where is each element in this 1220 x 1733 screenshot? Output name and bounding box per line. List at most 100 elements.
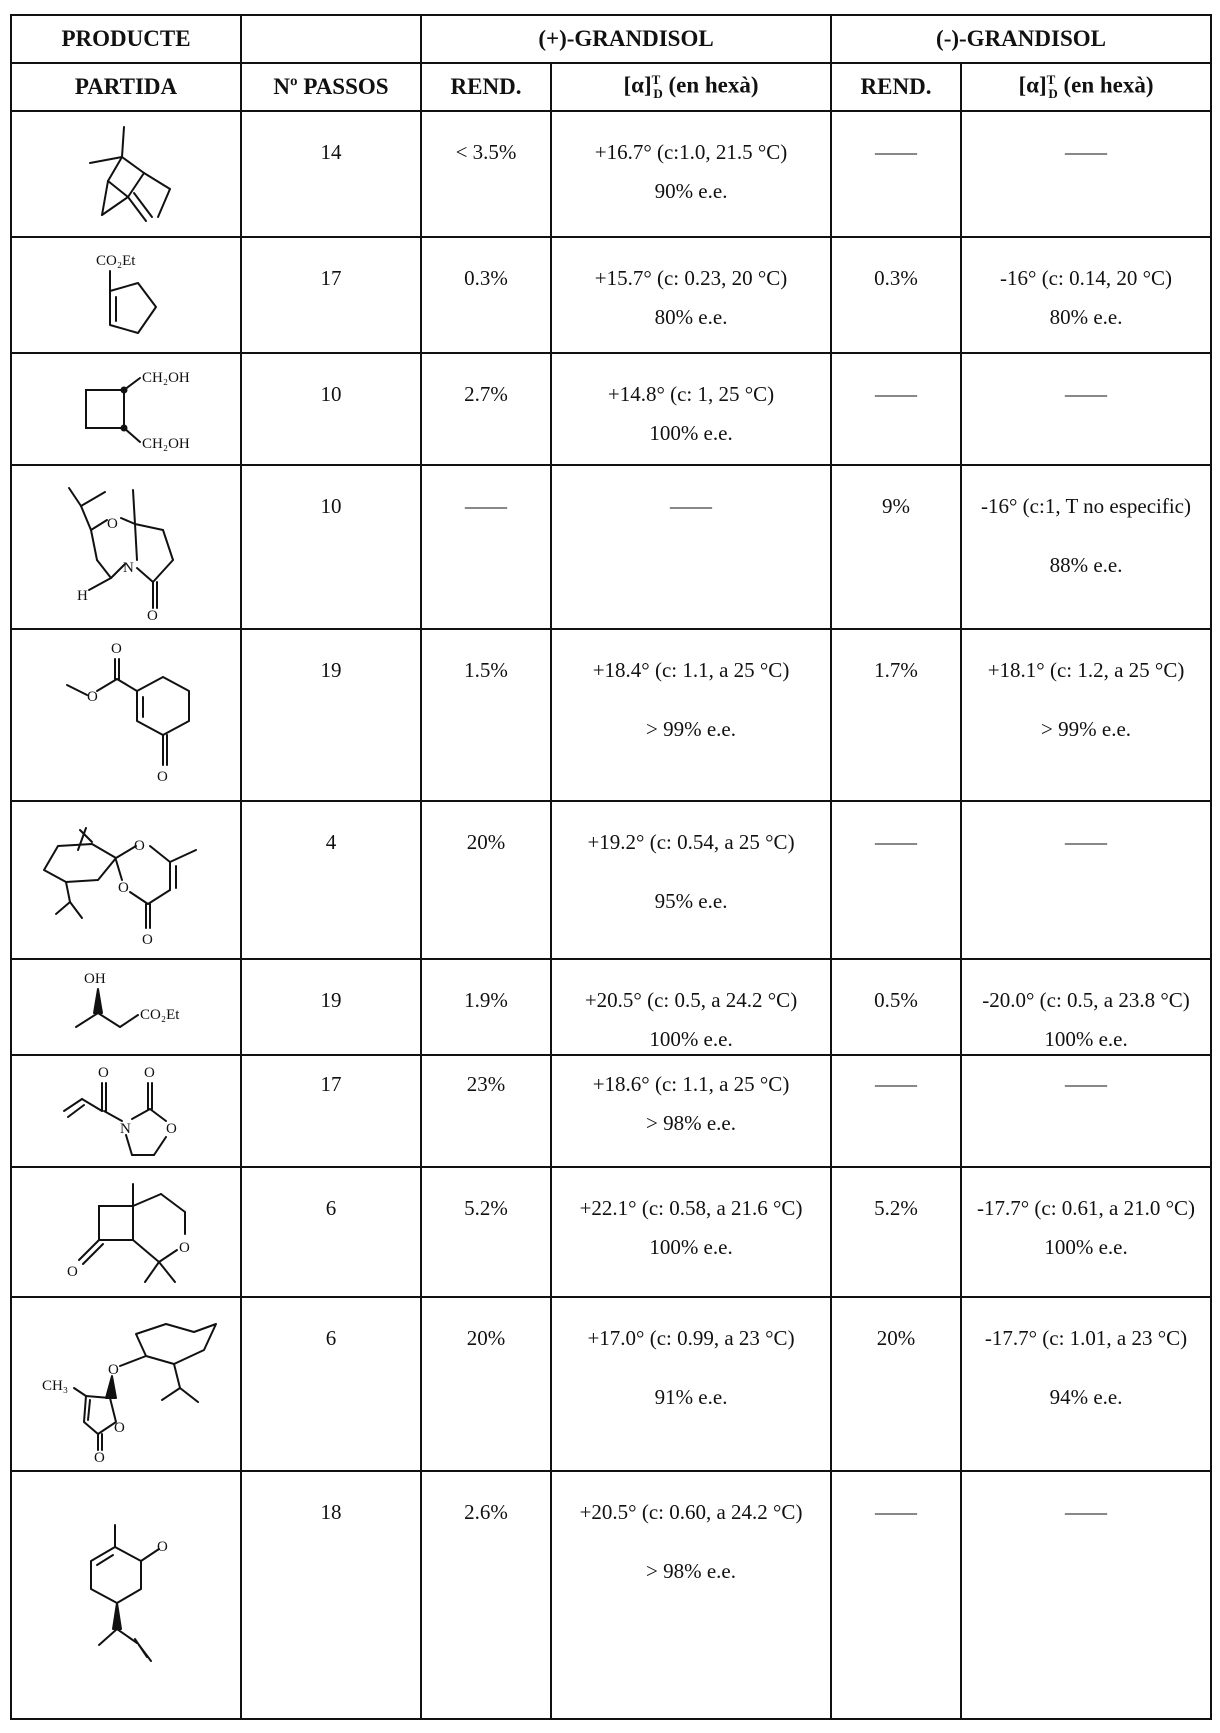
structure-cell: O O O	[10, 628, 242, 802]
svg-text:O: O	[166, 1121, 177, 1137]
minus-rend-cell: 5.2%	[830, 1166, 963, 1298]
svg-text:O: O	[134, 838, 145, 854]
plus-rend-cell: 2.6%	[420, 1470, 552, 1720]
table-row: OH CO₂Et 19 1.9% +20.5° (c: 0.5, a 24.2 …	[10, 958, 1213, 1056]
minus-rotation-cell: -16° (c: 0.14, 20 °C)80% e.e.	[960, 236, 1213, 354]
header-num-passos: Nº PASSOS	[240, 62, 422, 112]
svg-text:OH: OH	[84, 971, 106, 987]
structure-cell: O O	[10, 1166, 242, 1298]
table-row: O O O 19 1.5% +18.4° (c: 1.1, a 25 °C)> …	[10, 628, 1213, 802]
svg-text:CH₂OH: CH₂OH	[142, 436, 190, 452]
minus-rotation-cell: ——	[960, 800, 1213, 960]
minus-rend-cell: 0.3%	[830, 236, 963, 354]
plus-rotation-cell: +18.4° (c: 1.1, a 25 °C)> 99% e.e.	[549, 628, 833, 802]
structure-cell: O O O	[10, 800, 242, 960]
header-empty	[240, 14, 422, 64]
svg-text:O: O	[108, 1362, 119, 1378]
minus-rotation-cell: -20.0° (c: 0.5, a 23.8 °C)100% e.e.	[960, 958, 1213, 1056]
table-row: O O 6 5.2% +22.1° (c: 0.58, a 21.6 °C)10…	[10, 1166, 1213, 1298]
svg-text:O: O	[67, 1264, 78, 1280]
steps-cell: 6	[240, 1166, 422, 1298]
minus-rotation-cell: -17.7° (c: 1.01, a 23 °C)94% e.e.	[960, 1296, 1213, 1472]
steps-cell: 6	[240, 1296, 422, 1472]
structure-cell: OH CO₂Et	[10, 958, 242, 1056]
structure-cell: CO₂Et	[10, 236, 242, 354]
plus-rotation-cell: +17.0° (c: 0.99, a 23 °C)91% e.e.	[549, 1296, 833, 1472]
menthone-dioxinone-structure: O O O	[43, 827, 197, 948]
plus-rend-cell: 1.5%	[420, 628, 552, 802]
svg-text:CO₂Et: CO₂Et	[140, 1007, 180, 1023]
header-minus-rotation: [α]TD (en hexà)	[960, 62, 1213, 112]
cyclohexenone-ester-structure: O O O	[66, 641, 190, 785]
plus-rotation-cell: +20.5° (c: 0.60, a 24.2 °C)> 98% e.e.	[549, 1470, 833, 1720]
plus-rend-cell: 0.3%	[420, 236, 552, 354]
svg-text:O: O	[157, 1539, 168, 1555]
minus-rend-cell: ——	[830, 800, 963, 960]
steps-cell: 10	[240, 352, 422, 466]
carvone-structure: O	[90, 1524, 168, 1662]
cyclobutanone-pyran-structure: O O	[67, 1183, 190, 1283]
cyclopentene-ester-structure: CO₂Et	[96, 253, 157, 334]
header-plus-rotation: [α]TD (en hexà)	[549, 62, 833, 112]
cyclobutane-diol-structure: CH₂OH CH₂OH	[85, 370, 190, 452]
svg-text:N: N	[120, 1121, 131, 1137]
steps-cell: 4	[240, 800, 422, 960]
minus-rend-cell: 20%	[830, 1296, 963, 1472]
plus-rend-cell: 1.9%	[420, 958, 552, 1056]
svg-text:O: O	[98, 1065, 109, 1081]
svg-text:O: O	[147, 608, 158, 622]
steps-cell: 19	[240, 958, 422, 1056]
header-partida: PARTIDA	[10, 62, 242, 112]
hydroxybutanoate-structure: OH CO₂Et	[75, 971, 180, 1028]
table-row: CO₂Et 17 0.3% +15.7° (c: 0.23, 20 °C)80%…	[10, 236, 1213, 354]
structure-cell	[10, 110, 242, 238]
table-row: CH₂OH CH₂OH 10 2.7% +14.8° (c: 1, 25 °C)…	[10, 352, 1213, 466]
svg-text:O: O	[107, 516, 118, 532]
menthyloxy-butenolide-structure: O CH₃ O O	[42, 1323, 217, 1464]
minus-rotation-cell: +18.1° (c: 1.2, a 25 °C)> 99% e.e.	[960, 628, 1213, 802]
plus-rend-cell: 20%	[420, 800, 552, 960]
svg-text:CH₂OH: CH₂OH	[142, 370, 190, 386]
structure-cell: O	[10, 1470, 242, 1720]
acryloyl-oxazolidinone-structure: O N O O	[63, 1065, 177, 1156]
structure-cell: O N O O	[10, 1054, 242, 1168]
minus-rotation-cell: -17.7° (c: 0.61, a 21.0 °C)100% e.e.	[960, 1166, 1213, 1298]
svg-text:O: O	[87, 689, 98, 705]
svg-text:O: O	[94, 1450, 105, 1464]
plus-rotation-cell: +19.2° (c: 0.54, a 25 °C)95% e.e.	[549, 800, 833, 960]
minus-rend-cell: 1.7%	[830, 628, 963, 802]
svg-text:N: N	[123, 560, 134, 576]
minus-rotation-cell: ——	[960, 110, 1213, 238]
pinene-structure	[89, 126, 171, 222]
header-row-1: PRODUCTE (+)-GRANDISOL (-)-GRANDISOL	[10, 14, 1213, 64]
minus-rend-cell: ——	[830, 110, 963, 238]
header-plus-grandisol: (+)-GRANDISOL	[419, 14, 833, 64]
table-row: O 18 2.6% +20.5° (c: 0.60, a 24.2 °C)> 9…	[10, 1470, 1213, 1720]
svg-text:CH₃: CH₃	[42, 1378, 68, 1394]
steps-cell: 18	[240, 1470, 422, 1720]
minus-rend-cell: 9%	[830, 464, 963, 630]
table-row: 14 < 3.5% +16.7° (c:1.0, 21.5 °C)90% e.e…	[10, 110, 1213, 238]
plus-rotation-cell: +20.5° (c: 0.5, a 24.2 °C)100% e.e.	[549, 958, 833, 1056]
steps-cell: 19	[240, 628, 422, 802]
minus-rend-cell: ——	[830, 1470, 963, 1720]
header-producte: PRODUCTE	[10, 14, 242, 64]
svg-text:CO₂Et: CO₂Et	[96, 253, 136, 269]
table-row: O N O O 17 23% +18.6° (c: 1.1, a 25 °C)>…	[10, 1054, 1213, 1168]
header-plus-rend: REND.	[420, 62, 552, 112]
structure-cell: O CH₃ O O	[10, 1296, 242, 1472]
table-row: O O O 4 20% +19.2° (c: 0.54, a 25 °C)95%…	[10, 800, 1213, 960]
plus-rotation-cell: ——	[549, 464, 833, 630]
minus-rotation-cell: ——	[960, 1054, 1213, 1168]
header-minus-grandisol: (-)-GRANDISOL	[830, 14, 1213, 64]
plus-rotation-cell: +14.8° (c: 1, 25 °C)100% e.e.	[549, 352, 833, 466]
bicyclic-lactam-structure: O N O H	[68, 487, 174, 622]
grandisol-synthesis-table: PRODUCTE (+)-GRANDISOL (-)-GRANDISOL PAR…	[10, 14, 1213, 1720]
plus-rotation-cell: +15.7° (c: 0.23, 20 °C)80% e.e.	[549, 236, 833, 354]
svg-text:O: O	[114, 1420, 125, 1436]
minus-rend-cell: 0.5%	[830, 958, 963, 1056]
table-row: O N O H 10 —— —— 9% -16° (c:1, T no espe…	[10, 464, 1213, 630]
minus-rend-cell: ——	[830, 1054, 963, 1168]
table-row: O CH₃ O O 6 20% +17.0° (c: 0.99, a 23 °C…	[10, 1296, 1213, 1472]
minus-rotation-cell: ——	[960, 1470, 1213, 1720]
